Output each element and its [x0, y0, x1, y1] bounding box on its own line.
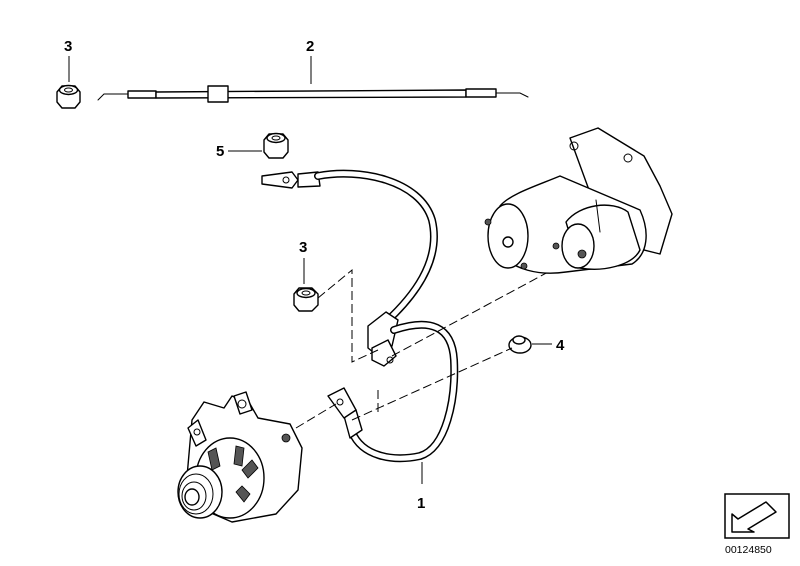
arrow-down-left-icon[interactable] [724, 493, 790, 539]
housing-seam [595, 199, 601, 233]
callout-3-top[interactable]: 3 [64, 38, 72, 82]
dash-nut-to-junction [317, 268, 379, 363]
solenoid-terminal [577, 249, 587, 259]
ring-lug-top [261, 171, 299, 189]
hex-nut-part-5[interactable] [263, 132, 289, 159]
mounting-hole [623, 153, 633, 163]
nut-hole [64, 87, 73, 93]
callout-2[interactable]: 2 [306, 38, 314, 84]
nut-hole [271, 135, 281, 141]
cable-clip [207, 85, 229, 103]
solenoid-cap [561, 223, 595, 269]
callout-label-3-middle: 3 [299, 239, 307, 256]
callout-4[interactable]: 4 [532, 337, 565, 354]
starter-motor[interactable] [484, 127, 673, 274]
pulley-groove [181, 481, 207, 511]
nut-face [58, 84, 79, 96]
terminal-hole [386, 356, 394, 364]
mount-bolt [520, 262, 528, 270]
callout-1[interactable]: 1 [417, 462, 425, 512]
nut-part-4[interactable] [508, 335, 532, 354]
battery-cable-part-1[interactable] [261, 169, 459, 463]
dash-alternator-to-lug [295, 403, 337, 429]
hex-nut-part-3-middle[interactable] [293, 287, 319, 312]
arrow-shape [731, 501, 777, 533]
mount-ear-hole [237, 399, 247, 409]
cable-end-wire-left [97, 93, 129, 101]
callout-label-4: 4 [556, 337, 565, 354]
pulley-groove [178, 473, 214, 515]
alternator-mount-ear [187, 419, 207, 447]
hex-nut-part-3-top[interactable] [56, 84, 81, 109]
starter-end-bolt [502, 236, 514, 248]
callout-label-3-top: 3 [64, 38, 72, 55]
mount-bolt [484, 218, 492, 226]
callout-label-5: 5 [216, 143, 224, 160]
alternator[interactable] [177, 391, 303, 523]
callout-3-middle[interactable]: 3 [299, 239, 307, 284]
cable-lower-loop [349, 322, 457, 461]
alternator-mount-ear [233, 391, 253, 415]
lug-hole [282, 176, 290, 184]
callout-5[interactable]: 5 [216, 143, 262, 160]
cable-upper-run [315, 171, 437, 325]
callout-label-1: 1 [417, 495, 425, 512]
cable-sleeve-left [127, 90, 157, 99]
lug-hole [336, 398, 344, 406]
nut-top [512, 335, 526, 345]
cable-sleeve-right [465, 88, 497, 98]
nut-face [266, 132, 286, 144]
nut-hole [301, 290, 311, 296]
pulley-outer [177, 465, 223, 519]
cable-end-wire-right [495, 92, 529, 98]
dash-lug-to-nut-4 [351, 347, 513, 421]
mounting-hole [569, 141, 579, 151]
junction-terminal [371, 339, 397, 367]
callout-label-2: 2 [306, 38, 314, 55]
cable-sheath [155, 89, 467, 99]
ring-lug-bottom [327, 387, 357, 419]
cooling-slots [207, 445, 259, 503]
catalog-number: 00124850 [725, 544, 772, 556]
nut-face [296, 287, 316, 299]
b-plus-terminal [281, 433, 291, 443]
mount-ear-hole [193, 428, 201, 436]
pulley-hub [184, 488, 200, 506]
starter-end-cap [487, 203, 529, 269]
solenoid-stud [552, 242, 560, 250]
cable-part-2[interactable] [97, 85, 529, 103]
